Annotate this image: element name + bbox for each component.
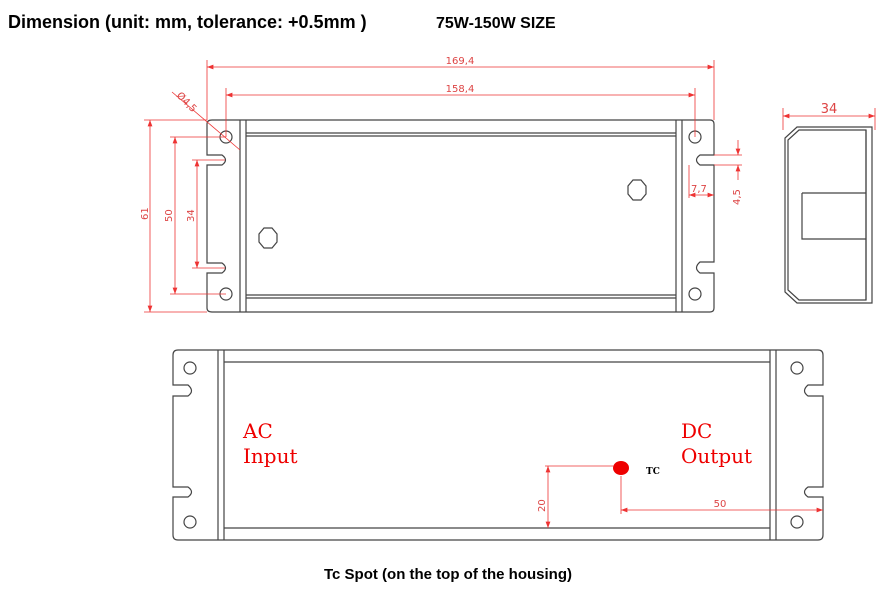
screw-icon (627, 179, 647, 201)
dim-height: 34 (821, 102, 838, 117)
screw-icon (258, 227, 278, 249)
dc-label: DC (681, 419, 712, 443)
dim-hole-pitch: 158,4 (446, 84, 475, 95)
top-view: 169,4 158,4 Ø4,5 61 50 34 4,5 7,7 (140, 56, 743, 313)
tc-spot (613, 461, 629, 475)
dc-output-label: Output (681, 444, 752, 468)
ac-label: AC (242, 419, 273, 443)
dim-slot-spacing: 34 (186, 209, 197, 222)
dim-slot-width: 4,5 (732, 189, 743, 205)
bottom-view: AC Input DC Output TC 20 50 (172, 349, 824, 541)
dim-overall-length: 169,4 (446, 56, 475, 67)
dim-overall-width: 61 (140, 207, 151, 220)
mounting-hole (219, 130, 702, 301)
tc-label: TC (646, 467, 660, 477)
dim-hole-spacing: 50 (164, 209, 175, 222)
size-label: 75W-150W SIZE (436, 15, 556, 32)
dim-slot-depth: 7,7 (691, 184, 707, 195)
ac-input-label: Input (243, 444, 298, 468)
side-view: 34 (782, 102, 876, 304)
dim-tc-offset-y: 20 (537, 499, 548, 512)
tc-spot-caption: Tc Spot (on the top of the housing) (323, 566, 572, 583)
dim-hole-diameter: Ø4,5 (174, 90, 199, 115)
mounting-hole (183, 361, 804, 529)
dimension-title: Dimension (unit: mm, tolerance: +0.5mm ) (8, 12, 367, 32)
dim-tc-offset-x: 50 (714, 499, 727, 510)
